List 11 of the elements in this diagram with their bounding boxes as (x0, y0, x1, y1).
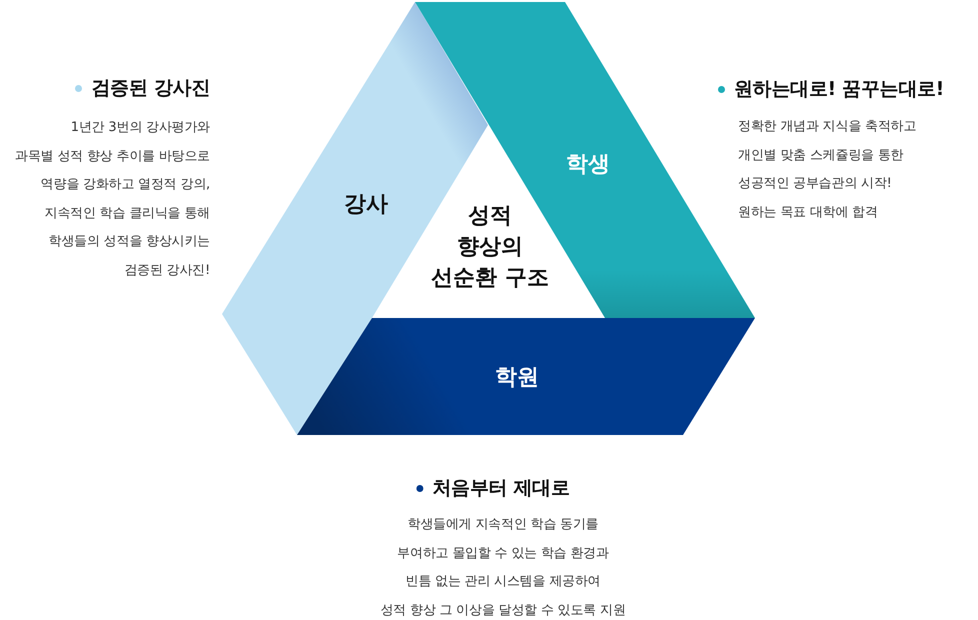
section-heading: 처음부터 제대로 (432, 476, 570, 501)
description-text: 학생들에게 지속적인 학습 동기를 부여하고 몰입할 수 있는 학습 환경과 빈틈 없는 관리 시스템을 제공하여 성적 향상 그 이상을 달성할 수 있도록 지원 (380, 516, 626, 620)
description-text: 1년간 3번의 강사평가와 과목별 성적 향상 추이를 바탕으로 역량을 강화하고 열정적 강의, 지속적인 학습 클리닉을 통해 학생들의 성적을 향상시키는 검증된 강사진! (15, 119, 210, 280)
band-label: 강사 (344, 191, 388, 219)
section-heading: 원하는대로! 꿈꾸는대로! (734, 77, 944, 102)
section-heading: 검증된 강사진 (91, 76, 210, 101)
band-label: 학원 (495, 364, 539, 392)
description-text: 정확한 개념과 지식을 축적하고 개인별 맞춤 스케쥴링을 통한 성공적인 공부습관의 시작! 원하는 목표 대학에 합격 (738, 118, 916, 222)
triangle-band (297, 318, 755, 435)
center-title: 성적 향상의 선순환 구조 (431, 202, 549, 292)
band-label: 학생 (566, 151, 610, 179)
